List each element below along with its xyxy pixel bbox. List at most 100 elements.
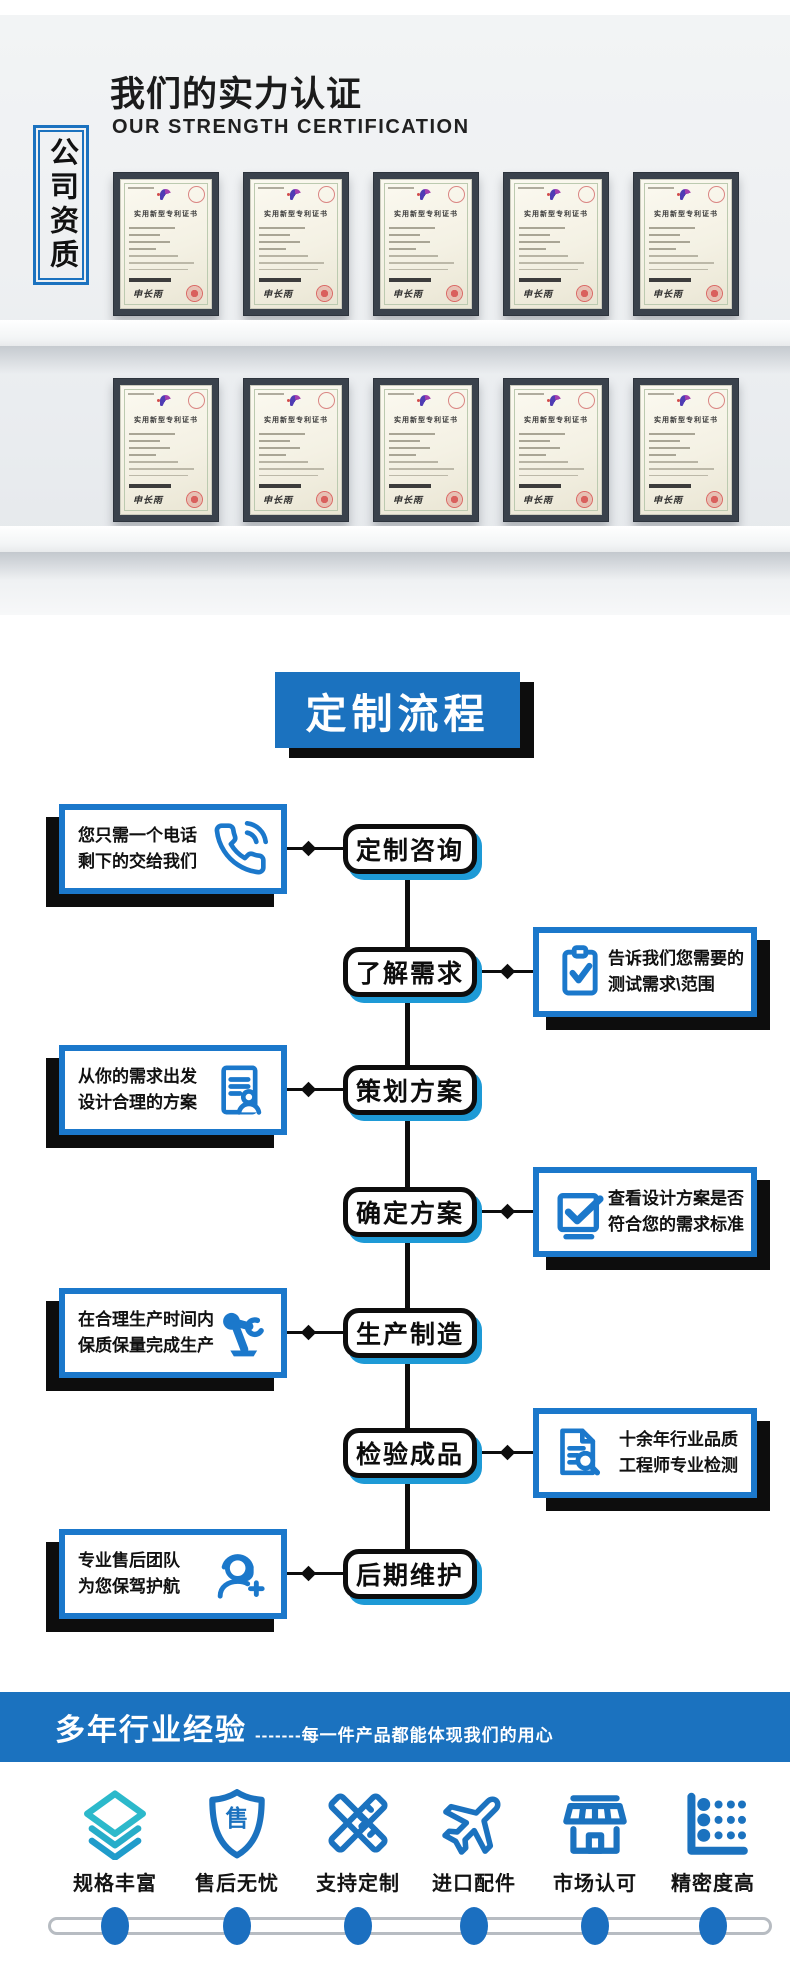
patent-office-logo (547, 395, 561, 406)
certificate-signature: 申长雨 (263, 495, 294, 505)
timeline-dot (460, 1907, 488, 1945)
red-seal-icon (576, 491, 593, 508)
experience-banner: 多年行业经验 -------每一件产品都能体现我们的用心 (0, 1692, 790, 1762)
certificate-paper: 实用新型专利证书 申长雨 (380, 385, 472, 515)
flow-diamond (300, 1324, 317, 1341)
certificate-text-lines (519, 222, 593, 270)
red-seal-icon (578, 186, 595, 203)
patent-office-logo (157, 395, 171, 406)
shield-icon: 售 (200, 1786, 274, 1860)
robot-arm-icon (214, 1305, 270, 1361)
certificate-frame: 实用新型专利证书 申长雨 (503, 172, 609, 316)
certificate-signature: 申长雨 (133, 289, 164, 299)
red-seal-icon (578, 392, 595, 409)
certificate-paper: 实用新型专利证书 申长雨 (120, 385, 212, 515)
certificate-paper: 实用新型专利证书 申长雨 (250, 385, 342, 515)
feature-item: 售 售后无忧 (182, 1786, 292, 1896)
certificate-paper: 实用新型专利证书 申长雨 (640, 385, 732, 515)
certificate-number-line (388, 187, 414, 189)
certificate-title: 实用新型专利证书 (524, 211, 588, 218)
certificate-text-lines (649, 428, 723, 476)
red-seal-icon (316, 491, 333, 508)
certificate-number-line (128, 187, 154, 189)
certificate-shelf-row: 实用新型专利证书 申长雨 实用新型专利证书 (113, 378, 739, 522)
feature-label: 售后无忧 (195, 1873, 279, 1895)
feature-label: 进口配件 (432, 1873, 516, 1895)
badge-inner-border: 公司资质 (38, 130, 84, 280)
flow-section-banner: 定制流程 (275, 672, 520, 748)
flow-note-text: 从你的需求出发 设计合理的方案 (78, 1067, 197, 1112)
airplane-icon (437, 1786, 511, 1860)
flow-diamond (499, 1444, 516, 1461)
timeline-dot (223, 1907, 251, 1945)
section-title: 我们的实力认证 (110, 75, 363, 114)
flow-note-text: 十余年行业品质 工程师专业检测 (619, 1430, 738, 1475)
storefront-icon (558, 1786, 632, 1860)
company-qualification-badge: 公司资质 (33, 125, 89, 285)
red-seal-icon (448, 186, 465, 203)
flow-note-box: 十余年行业品质 工程师专业检测 (533, 1408, 757, 1498)
certificate-barcode (519, 278, 561, 282)
certificate-signature: 申长雨 (133, 495, 164, 505)
certificate-barcode (519, 484, 561, 488)
flow-note-box: 在合理生产时间内 保质保量完成生产 (59, 1288, 287, 1378)
certificate-signature: 申长雨 (523, 289, 554, 299)
patent-office-logo (417, 395, 431, 406)
flow-node: 生产制造 (343, 1308, 477, 1358)
flow-node: 检验成品 (343, 1428, 477, 1478)
certificate-number-line (648, 393, 674, 395)
feature-item: 精密度高 (658, 1786, 768, 1896)
checkbox-icon (552, 1184, 608, 1240)
shield-glyph-text: 售 (225, 1805, 249, 1831)
certificate-title: 实用新型专利证书 (134, 417, 198, 424)
certificate-number-line (258, 393, 284, 395)
flow-note-box: 告诉我们您需要的 测试需求\范围 (533, 927, 757, 1017)
red-seal-icon (708, 186, 725, 203)
certificate-title: 实用新型专利证书 (524, 417, 588, 424)
certificate-barcode (129, 278, 171, 282)
certificate-title: 实用新型专利证书 (264, 417, 328, 424)
certificate-frame: 实用新型专利证书 申长雨 (113, 378, 219, 522)
dot-matrix-icon (676, 1786, 750, 1860)
patent-office-logo (417, 189, 431, 200)
flow-diamond (499, 1203, 516, 1220)
certificate-frame: 实用新型专利证书 申长雨 (243, 172, 349, 316)
certificate-signature: 申长雨 (393, 289, 424, 299)
certificate-barcode (649, 484, 691, 488)
red-seal-icon (576, 285, 593, 302)
certificate-footer: 申长雨 (259, 284, 335, 302)
certificate-paper: 实用新型专利证书 申长雨 (380, 179, 472, 309)
section-subtitle: OUR STRENGTH CERTIFICATION (112, 116, 470, 138)
flow-node: 策划方案 (343, 1065, 477, 1115)
phone-icon (212, 821, 268, 877)
red-seal-icon (708, 392, 725, 409)
flow-node: 了解需求 (343, 947, 477, 997)
flow-diamond (300, 840, 317, 857)
clipboard-check-icon (552, 944, 608, 1000)
feature-item: 市场认可 (540, 1786, 650, 1896)
certificate-footer: 申长雨 (519, 284, 595, 302)
certificate-barcode (389, 278, 431, 282)
certificate-number-line (518, 393, 544, 395)
certificate-barcode (259, 278, 301, 282)
shelf (0, 320, 790, 374)
feature-item: 进口配件 (419, 1786, 529, 1896)
red-seal-icon (706, 285, 723, 302)
certificate-footer: 申长雨 (389, 284, 465, 302)
certificate-signature: 申长雨 (393, 495, 424, 505)
document-user-icon (212, 1062, 268, 1118)
flow-note-text: 您只需一个电话 剩下的交给我们 (78, 826, 197, 871)
flow-diamond (499, 963, 516, 980)
document-search-icon (552, 1425, 608, 1481)
flow-note-text: 在合理生产时间内 保质保量完成生产 (78, 1310, 214, 1355)
feature-item: 规格丰富 (60, 1786, 170, 1896)
feature-label: 规格丰富 (73, 1873, 157, 1895)
certificate-frame: 实用新型专利证书 申长雨 (633, 378, 739, 522)
certificate-title: 实用新型专利证书 (394, 211, 458, 218)
certificate-footer: 申长雨 (259, 490, 335, 508)
certificate-paper: 实用新型专利证书 申长雨 (510, 179, 602, 309)
certificate-frame: 实用新型专利证书 申长雨 (243, 378, 349, 522)
red-seal-icon (448, 392, 465, 409)
certificate-frame: 实用新型专利证书 申长雨 (633, 172, 739, 316)
